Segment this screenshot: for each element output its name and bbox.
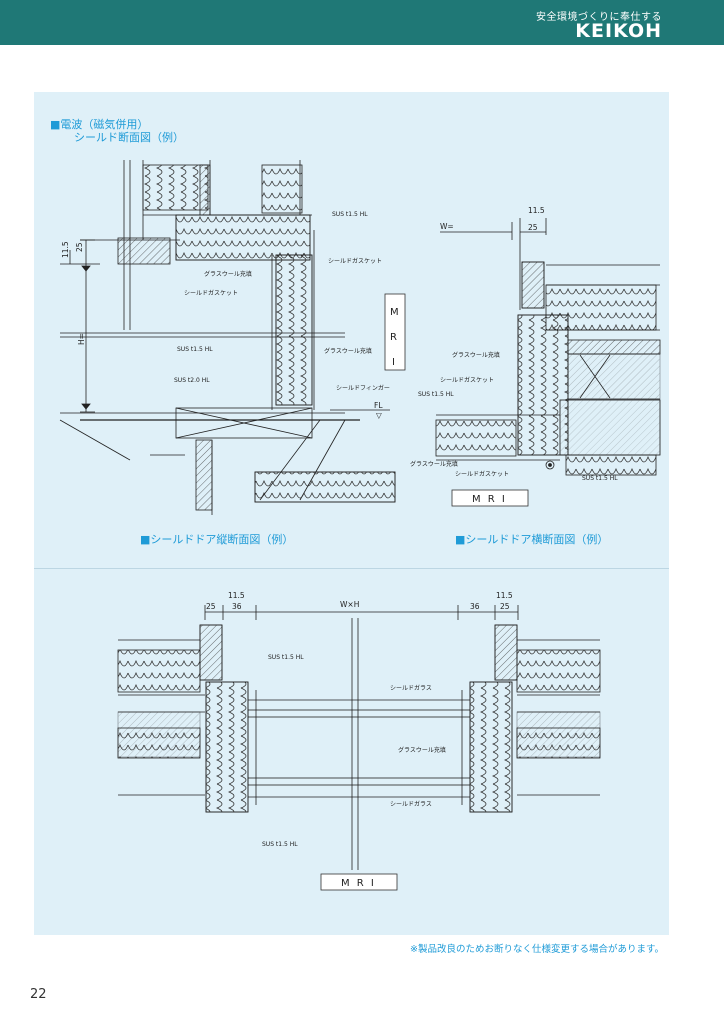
label-window-glasswool: グラスウール充填	[398, 746, 446, 754]
dim-window-25-left: 25	[206, 602, 216, 611]
mri-horizontal-box: M R I	[451, 489, 529, 507]
drawing-panel	[34, 92, 669, 935]
horizontal-section-drawing	[435, 218, 661, 476]
brand-logo: KEIKOH	[575, 20, 662, 42]
label-sus-top: SUS t1.5 HL	[332, 211, 368, 218]
mri-letter-i: I	[392, 357, 397, 368]
page-number: 22	[30, 987, 47, 1002]
label-h-sus-2: SUS t1.5 HL	[582, 475, 618, 482]
label-sus-20: SUS t2.0 HL	[174, 377, 210, 384]
label-glasswool-right: グラスウール充填	[324, 347, 372, 355]
window-section-drawing	[117, 605, 601, 870]
floor-level-symbol: ▽	[376, 411, 382, 420]
dim-vertical-25: 25	[75, 242, 84, 252]
dim-window-wxh: W×H	[340, 600, 359, 609]
dim-window-25-right: 25	[500, 602, 510, 611]
footer-note: ※製品改良のためお断りなく仕様変更する場合があります。	[409, 944, 664, 955]
label-h-glasswool: グラスウール充填	[452, 351, 500, 359]
label-h-gasket-2: シールドガスケット	[455, 470, 509, 478]
label-window-glass-top: シールドガラス	[390, 684, 432, 692]
label-window-glass-bottom: シールドガラス	[390, 800, 432, 808]
mri-letter-r: R	[390, 332, 399, 343]
dim-vertical-115: 11.5	[61, 241, 70, 258]
header-tagline: 安全環境づくりに奉仕する	[536, 12, 662, 23]
label-sus-mid: SUS t1.5 HL	[177, 346, 213, 353]
label-window-sus-top: SUS t1.5 HL	[268, 654, 304, 661]
label-h-glasswool-2: グラスウール充填	[410, 460, 458, 468]
label-glasswool-top: グラスウール充填	[204, 270, 252, 278]
dim-w-label: W=	[440, 222, 454, 231]
page-header: 安全環境づくりに奉仕する KEIKOH	[0, 0, 724, 45]
dim-window-115-right: 11.5	[496, 591, 513, 600]
dim-horizontal-115: 11.5	[528, 206, 545, 215]
dim-window-115-left: 11.5	[228, 591, 245, 600]
vertical-section-drawing	[59, 160, 396, 515]
floor-level-label: FL	[374, 401, 383, 410]
caption-vertical-section: ■シールドドア縦断面図（例）	[140, 533, 294, 546]
label-gasket-right: シールドガスケット	[328, 257, 382, 265]
section-title: ■電波（磁気併用）	[50, 118, 149, 131]
label-h-sus: SUS t1.5 HL	[418, 391, 454, 398]
caption-horizontal-section: ■シールドドア横断面図（例）	[455, 533, 609, 546]
mri-vertical-box: M R I	[384, 293, 406, 371]
mri-horizontal-label: M R I	[472, 494, 507, 505]
dim-h-label: H=	[77, 333, 86, 345]
panel-divider	[34, 568, 669, 569]
mri-window-box: M R I	[320, 873, 398, 891]
label-h-gasket-1: シールドガスケット	[440, 376, 494, 384]
dim-window-36-left: 36	[232, 602, 242, 611]
dim-horizontal-25: 25	[528, 223, 538, 232]
mri-window-label: M R I	[341, 878, 376, 889]
section-subtitle: シールド断面図（例）	[74, 131, 184, 144]
dim-window-36-right: 36	[470, 602, 480, 611]
mri-letter-m: M	[390, 307, 401, 318]
label-window-sus-bottom: SUS t1.5 HL	[262, 841, 298, 848]
label-finger: シールドフィンガー	[336, 384, 390, 392]
label-gasket-left: シールドガスケット	[184, 289, 238, 297]
